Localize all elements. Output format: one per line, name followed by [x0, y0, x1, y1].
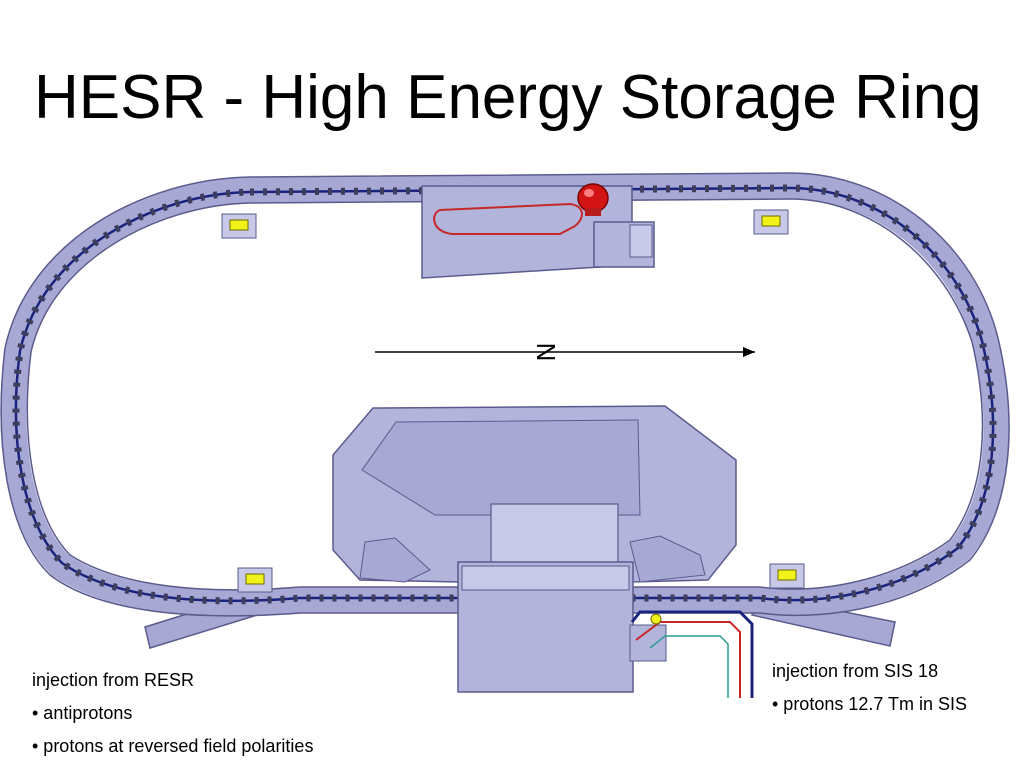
ring-inner-edge	[26, 198, 984, 591]
resr-injection-notes: injection from RESR • antiprotons • prot…	[32, 664, 313, 763]
transfer-line-red	[635, 621, 741, 698]
transfer-line-blue	[630, 610, 754, 698]
magnet-block-bottom-left	[237, 567, 273, 593]
injection-kicker-icon	[650, 613, 662, 625]
ring-outer-edge	[0, 172, 1010, 617]
detector-loop	[433, 202, 583, 235]
resr-injection-heading: injection from RESR	[32, 670, 195, 690]
target-icon	[577, 183, 609, 216]
injection-building-top	[461, 565, 630, 591]
compass-label: N	[531, 343, 561, 362]
resr-note-antiprotons: • antiprotons	[32, 703, 133, 723]
hesr-ring-diagram: N	[0, 172, 1010, 698]
magnet-block-top-left	[221, 213, 257, 239]
sis18-note-protons: • protons 12.7 Tm in SIS	[772, 694, 968, 714]
side-wing-left	[359, 537, 431, 583]
experiment-annex-inner	[629, 224, 653, 258]
north-arrowhead	[743, 347, 755, 357]
transfer-line-teal	[649, 635, 729, 698]
slide-title: HESR - High Energy Storage Ring	[34, 63, 982, 132]
side-wing-right	[629, 535, 706, 583]
sis18-injection-heading: injection from SIS 18	[772, 661, 939, 681]
magnet-block-top-right	[753, 209, 789, 235]
resr-note-protons: • protons at reversed field polarities	[32, 736, 314, 756]
ring-magnets	[12, 184, 997, 605]
magnet-block-bottom-right	[769, 563, 805, 589]
sis18-injection-notes: injection from SIS 18 • protons 12.7 Tm …	[772, 655, 967, 721]
